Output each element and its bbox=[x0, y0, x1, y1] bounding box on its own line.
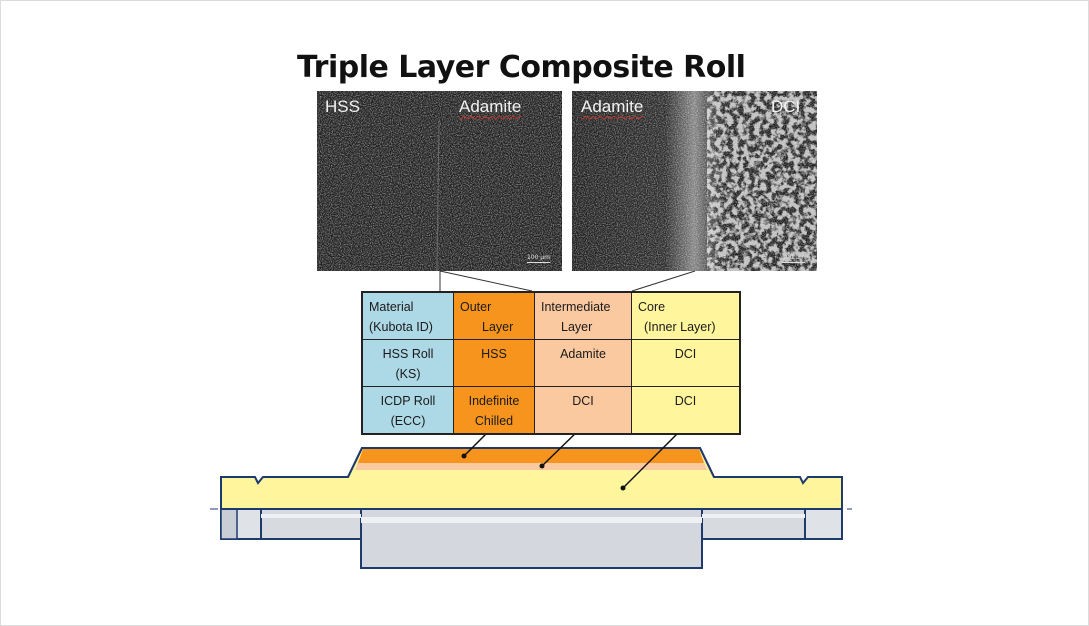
row-material: HSS Roll (KS) bbox=[361, 339, 454, 387]
cell-text: (ECC) bbox=[390, 414, 426, 428]
cell-text: ICDP Roll bbox=[380, 394, 436, 408]
cell-text: Layer bbox=[561, 320, 593, 334]
micrograph-hss-adamite: HSS Adamite 100 µm bbox=[317, 91, 562, 271]
cell-text: Outer bbox=[460, 300, 492, 314]
connector-line bbox=[631, 270, 696, 292]
material-layer-table: Material (Kubota ID) Outer Layer Interme… bbox=[361, 291, 741, 435]
slide-title: Triple Layer Composite Roll bbox=[297, 50, 746, 85]
scale-bar: 100 µm bbox=[781, 254, 805, 263]
cell-text: HSS Roll bbox=[382, 347, 434, 361]
header-intermediate-layer: Intermediate Layer bbox=[534, 291, 632, 340]
scale-bar: 100 µm bbox=[526, 254, 550, 263]
cell-text: (KS) bbox=[395, 367, 421, 381]
micrograph-left-label: Adamite bbox=[581, 97, 644, 116]
cell-text: Indefinite bbox=[468, 394, 520, 408]
micrograph-right-label: DCI bbox=[771, 97, 801, 116]
micrograph-texture bbox=[317, 91, 562, 271]
row-core: DCI bbox=[631, 339, 741, 387]
row-outer: Indefinite Chilled bbox=[453, 386, 535, 435]
connector-line bbox=[439, 270, 533, 292]
table-row: HSS Roll (KS) HSS Adamite DCI bbox=[361, 339, 741, 387]
header-material: Material (Kubota ID) bbox=[361, 291, 454, 340]
row-intermediate: DCI bbox=[534, 386, 632, 435]
table-header-row: Material (Kubota ID) Outer Layer Interme… bbox=[361, 291, 741, 340]
roll-lower-half bbox=[220, 508, 843, 569]
row-intermediate: Adamite bbox=[534, 339, 632, 387]
micrograph-adamite-dci: Adamite DCI 100 µm bbox=[572, 91, 817, 271]
row-outer: HSS bbox=[453, 339, 535, 387]
cell-text: Chilled bbox=[474, 414, 514, 428]
micrograph-right-label: Adamite bbox=[459, 97, 522, 116]
cell-text: (Kubota ID) bbox=[369, 320, 433, 334]
cell-text: (Inner Layer) bbox=[644, 320, 716, 334]
table-row: ICDP Roll (ECC) Indefinite Chilled DCI D… bbox=[361, 386, 741, 435]
cell-text: Intermediate bbox=[541, 300, 611, 314]
header-outer-layer: Outer Layer bbox=[453, 291, 535, 340]
row-core: DCI bbox=[631, 386, 741, 435]
cell-text: Core bbox=[638, 300, 666, 314]
header-core-layer: Core (Inner Layer) bbox=[631, 291, 741, 340]
cell-text: Material bbox=[369, 300, 414, 314]
row-material: ICDP Roll (ECC) bbox=[361, 386, 454, 435]
roll-outer-layer bbox=[358, 449, 704, 463]
cell-text: Layer bbox=[482, 320, 514, 334]
micrograph-left-label: HSS bbox=[325, 97, 360, 116]
micrograph-texture bbox=[572, 91, 817, 271]
